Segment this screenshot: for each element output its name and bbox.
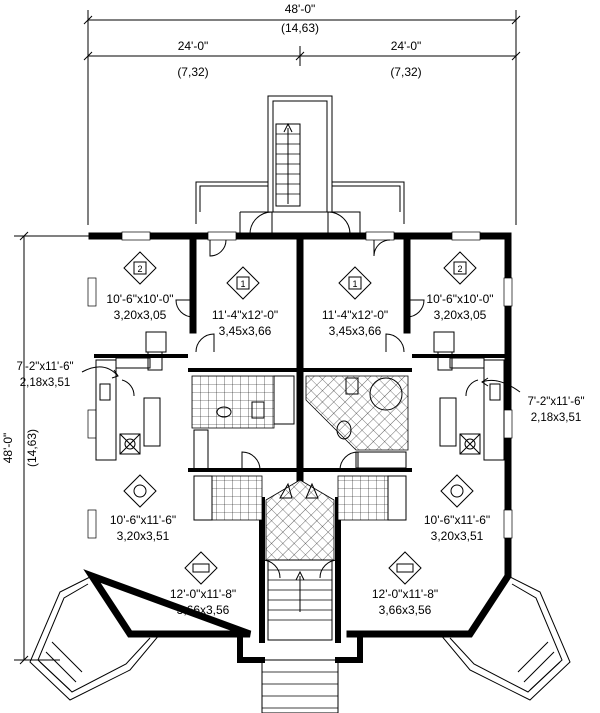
bedroom1-right-number: 1 <box>352 279 357 289</box>
living-right-size: 12'-0"x11'-8" <box>372 587 438 601</box>
overall-depth-metric-label: (14,63) <box>25 429 39 467</box>
bedroom2-right-number: 2 <box>457 264 462 274</box>
overall-width-label: 48'-0" <box>285 2 316 16</box>
bedroom1-left-size: 11'-4"x12'-0" <box>212 308 278 322</box>
front-stairs <box>261 559 339 713</box>
dining-left-size-metric: 3,20x3,51 <box>117 529 170 543</box>
bay-porch-right <box>439 575 571 701</box>
bedroom1-left-size-metric: 3,45x3,66 <box>219 324 272 338</box>
right-half-width-metric-label: (7,32) <box>390 65 421 79</box>
bedroom2-right-size: 10'-6"x10'-0" <box>426 292 493 306</box>
living-right-size-metric: 3,66x3,56 <box>379 603 432 617</box>
bedroom2-left-size: 10'-6"x10'-0" <box>106 292 173 306</box>
left-half-width-metric-label: (7,32) <box>177 65 208 79</box>
kitchen-left-size-metric: 2,18x3,51 <box>20 377 71 389</box>
living-left-size-metric: 3,66x3,56 <box>177 603 230 617</box>
kitchen-right <box>437 339 505 461</box>
bedroom2-left-number: 2 <box>137 264 142 274</box>
overall-depth-label: 48'-0" <box>1 433 15 464</box>
kitchen-left-size: 7'-2"x11'-6" <box>16 361 73 373</box>
kitchen-left <box>95 339 163 461</box>
kitchen-right-size: 7'-2"x11'-6" <box>527 396 584 408</box>
room-icons <box>123 251 477 585</box>
living-left-size: 12'-0"x11'-8" <box>170 587 236 601</box>
bedroom2-right-size-metric: 3,20x3,05 <box>434 308 487 322</box>
windows <box>87 231 513 539</box>
bathroom-left <box>191 375 295 471</box>
right-half-width-label: 24'-0" <box>391 39 422 53</box>
rear-entry <box>195 95 405 236</box>
dining-right-size-metric: 3,20x3,51 <box>431 529 484 543</box>
dining-left-size: 10'-6"x11'-6" <box>110 513 176 527</box>
bathroom-right <box>305 375 409 469</box>
entry-halls <box>193 475 407 561</box>
bedroom1-right-size-metric: 3,45x3,66 <box>329 324 382 338</box>
door-swings <box>175 239 425 579</box>
bedroom1-left-number: 1 <box>240 279 245 289</box>
dining-right-size: 10'-6"x11'-6" <box>424 513 490 527</box>
kitchen-right-size-metric: 2,18x3,51 <box>531 412 582 424</box>
closets <box>145 331 455 353</box>
top-dimension-lines <box>83 10 521 225</box>
left-half-width-label: 24'-0" <box>178 39 209 53</box>
side-dimension-lines <box>14 231 90 665</box>
bedroom2-left-size-metric: 3,20x3,05 <box>114 308 167 322</box>
bedroom-number-labels: 2 1 1 2 <box>137 264 462 289</box>
overall-width-metric-label: (14,63) <box>281 21 319 35</box>
bay-porch-left <box>29 575 161 701</box>
kitchen-leader-arrows <box>81 366 521 393</box>
bedroom1-right-size: 11'-4"x12'-0" <box>322 308 388 322</box>
